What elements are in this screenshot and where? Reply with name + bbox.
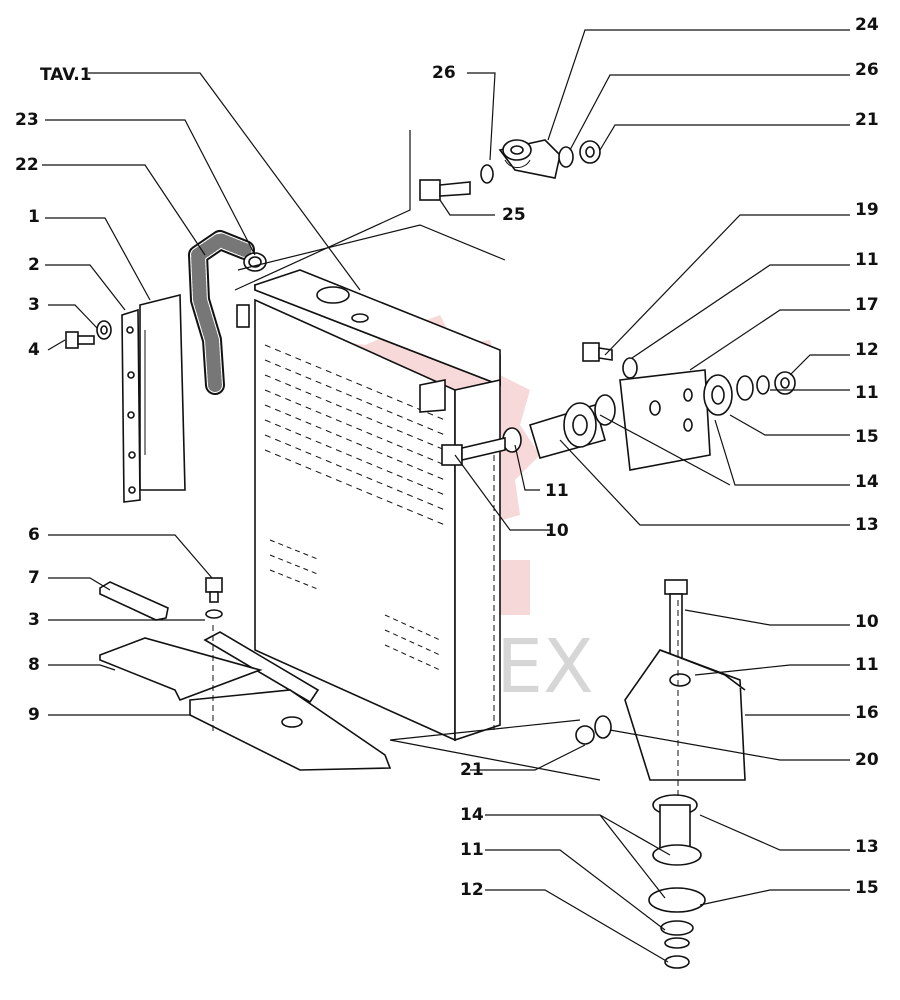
clamp-part-23 <box>243 252 267 272</box>
label-15a: 15 <box>855 427 879 447</box>
label-26b: 26 <box>855 60 879 80</box>
hose-part-22 <box>188 230 255 395</box>
label-26a: 26 <box>432 63 456 83</box>
label-8: 8 <box>28 655 40 675</box>
nut-part-12b <box>664 955 690 969</box>
label-11e: 11 <box>460 840 484 860</box>
label-12a: 12 <box>855 340 879 360</box>
label-9: 9 <box>28 705 40 725</box>
label-19: 19 <box>855 200 879 220</box>
washer-part-20 <box>594 715 612 739</box>
label-17: 17 <box>855 295 879 315</box>
label-11d: 11 <box>855 655 879 675</box>
label-3b: 3 <box>28 610 40 630</box>
label-4: 4 <box>28 340 40 360</box>
nut-part-21b <box>575 725 595 745</box>
top-bracket-part-24 <box>498 139 561 179</box>
label-12b: 12 <box>460 880 484 900</box>
label-25: 25 <box>502 205 526 225</box>
rubber-bush-part-15a <box>703 374 733 416</box>
label-11a: 11 <box>855 250 879 270</box>
label-16: 16 <box>855 703 879 723</box>
link-bar-part-7 <box>99 581 169 621</box>
rubber-bush-part-14b <box>648 844 706 913</box>
label-13b: 13 <box>855 837 879 857</box>
label-14a: 14 <box>855 472 879 492</box>
spacer-part-13a <box>529 394 616 459</box>
label-20: 20 <box>855 750 879 770</box>
label-24: 24 <box>855 15 879 35</box>
label-15b: 15 <box>855 878 879 898</box>
callout-labels: TAV.1 23 22 1 2 3 4 6 7 3 8 9 26 25 24 2… <box>15 15 879 900</box>
label-10b: 10 <box>855 612 879 632</box>
label-7: 7 <box>28 568 40 588</box>
bolt-part-25 <box>419 179 471 201</box>
washer-part-11e <box>660 920 694 949</box>
washer-part-11a <box>622 357 638 379</box>
label-6: 6 <box>28 525 40 545</box>
baffle-plate-part-8 <box>99 637 263 702</box>
leader-lines <box>42 29 850 963</box>
side-strip-part-2 <box>121 308 141 503</box>
bar-part-below-radiator <box>203 631 320 704</box>
bolt-part-4 <box>65 331 95 349</box>
bolt-part-10a <box>441 436 506 466</box>
support-bracket-part-16 <box>624 649 746 781</box>
label-21a: 21 <box>855 110 879 130</box>
label-10a: 10 <box>545 521 569 541</box>
label-3a: 3 <box>28 295 40 315</box>
bolt-part-6 <box>205 577 223 603</box>
washer-part-3b <box>205 609 223 619</box>
label-11b: 11 <box>855 383 879 403</box>
mounting-bracket-part-17 <box>619 369 711 471</box>
label-2: 2 <box>28 255 40 275</box>
washer-part-26a <box>480 164 494 184</box>
label-tav1: TAV.1 <box>40 65 92 85</box>
label-1: 1 <box>28 207 40 227</box>
washer-part-11b-upper <box>736 375 770 401</box>
nut-part-21a <box>579 140 601 164</box>
side-plate-part-1 <box>139 293 186 491</box>
label-14b: 14 <box>460 805 484 825</box>
label-13a: 13 <box>855 515 879 535</box>
bolt-part-10b <box>664 579 688 660</box>
label-21b: 21 <box>460 760 484 780</box>
label-22: 22 <box>15 155 39 175</box>
label-11c: 11 <box>545 481 569 501</box>
label-23: 23 <box>15 110 39 130</box>
washer-part-3 <box>96 320 112 340</box>
washer-part-26b <box>558 146 574 168</box>
nut-part-12a <box>774 371 796 395</box>
